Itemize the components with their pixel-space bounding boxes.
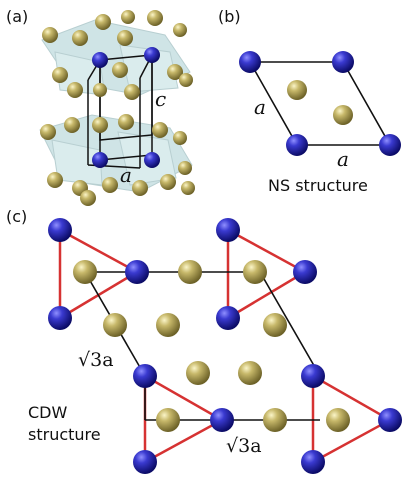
panel-b-label: (b) [218,7,241,26]
panel-a: (a) [6,7,195,206]
upper-polyhedra [41,19,191,96]
cdw-metal-atoms [48,218,402,474]
panel-c-label: (c) [6,207,27,226]
panel-b: (b) a a NS structure [218,7,401,195]
ns-chalcogen-atom [333,105,353,125]
lower-metal-atoms [92,152,160,168]
upper-metal-atoms [92,47,160,68]
cdw-edge-left-label: √3a [78,349,114,371]
cdw-edge-bottom-label: √3a [226,435,262,457]
upper-chalcogen-atoms [42,10,193,100]
ns-chalcogen-atom [287,80,307,100]
a-axis-label: a [120,163,132,187]
panel-a-label: (a) [6,7,28,26]
ns-unit-cell [248,61,392,146]
ns-metal-atom [379,134,401,156]
lower-chalcogen-atoms [40,114,195,206]
ns-metal-atom [286,134,308,156]
panel-c: (c) [6,207,402,474]
cdw-unit-cell [84,271,321,421]
c-axis-label: c [155,87,166,111]
ns-a-bottom-label: a [337,147,349,171]
ns-metal-atom [239,51,261,73]
ns-a-left-label: a [254,95,266,119]
cdw-chalcogen-atoms [73,260,350,432]
ns-structure-caption: NS structure [268,176,368,195]
cdw-caption-line1: CDW [28,403,67,422]
ns-metal-atom [332,51,354,73]
cdw-caption-line2: structure [28,425,101,444]
